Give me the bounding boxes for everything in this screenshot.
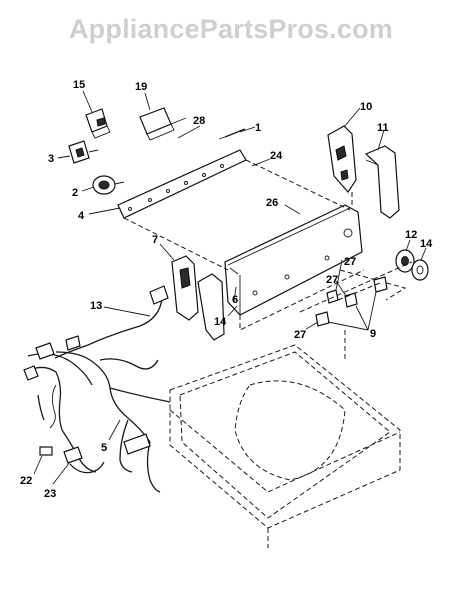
callout-23: 23 (44, 488, 56, 500)
watermark-text: AppliancePartsPros.com (68, 14, 393, 44)
callout-27-bottom: 27 (294, 329, 306, 341)
switch-19 (139, 107, 187, 141)
callout-19: 19 (135, 81, 147, 93)
console-panel (224, 204, 407, 331)
callout-27-mid: 27 (326, 274, 338, 286)
callout-7: 7 (152, 234, 158, 246)
callout-10: 10 (360, 101, 372, 113)
callout-11: 11 (377, 122, 389, 134)
callout-22: 22 (20, 475, 32, 487)
callout-9: 9 (370, 328, 376, 340)
end-cap-7 (171, 255, 199, 321)
switch-3 (68, 140, 99, 164)
callout-labels: 15 19 28 1 10 11 3 2 4 24 26 7 13 12 14 … (20, 79, 433, 500)
callout-14: 14 (214, 316, 227, 328)
callout-6: 6 (232, 294, 238, 306)
knob-12 (395, 249, 415, 273)
callout-28-top: 28 (193, 115, 205, 127)
callout-5: 5 (101, 442, 107, 454)
callout-2: 2 (72, 187, 78, 199)
cabinet-top-outline (169, 330, 401, 548)
callout-3: 3 (48, 153, 54, 165)
leader-lines (33, 90, 427, 485)
knob-13 (411, 259, 429, 281)
callout-26: 26 (266, 197, 278, 209)
wiring-harness (23, 285, 171, 493)
end-cap-10 (327, 125, 357, 205)
callout-24: 24 (270, 150, 283, 162)
switch-8 (85, 108, 111, 139)
callout-13: 14 (420, 238, 433, 250)
callout-12: 12 (405, 229, 417, 241)
control-panel-strip (117, 149, 351, 271)
mounting-screw (218, 128, 246, 140)
callout-1: 1 (255, 122, 261, 134)
callout-4: 4 (78, 210, 85, 222)
button-group (299, 261, 413, 327)
callout-15: 13 (90, 300, 102, 312)
timer-knob (92, 175, 125, 195)
end-cap-cover-6 (197, 273, 225, 341)
callout-8: 15 (73, 79, 85, 91)
callout-27-top: 27 (344, 256, 356, 268)
end-cap-cover-11 (364, 145, 400, 219)
